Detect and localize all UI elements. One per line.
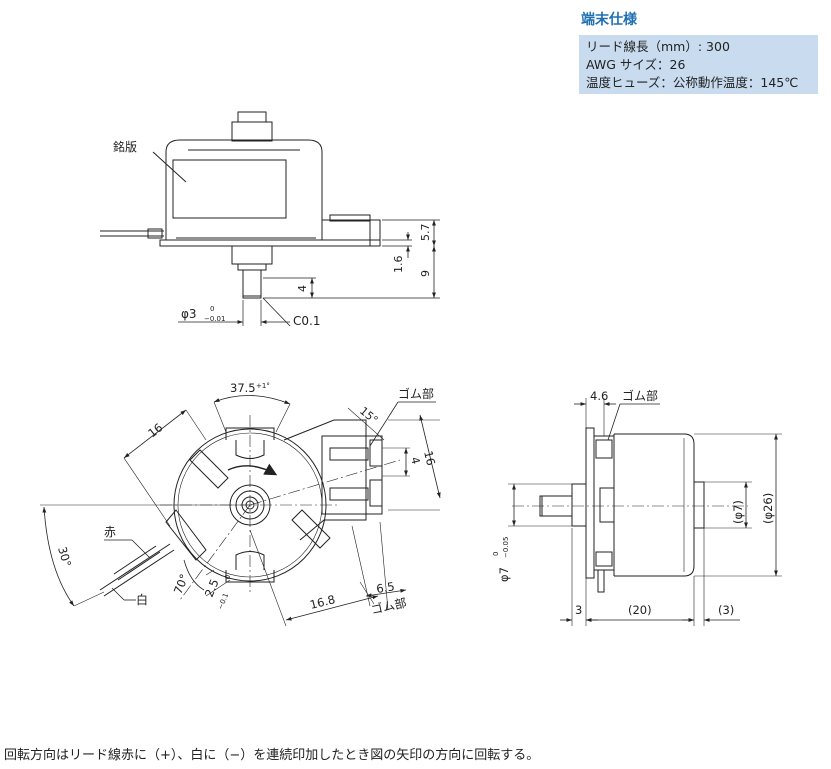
rubber-label-side: ゴム部 — [622, 388, 658, 403]
side-view — [508, 398, 782, 626]
dim-phi3-tol-lower: −0.01 — [204, 315, 225, 323]
nameplate-label: 銘版 — [113, 139, 137, 154]
rubber-label-bottom: ゴム部 — [370, 595, 408, 617]
dim-2-5-tol-upper: 0 — [223, 574, 232, 581]
dim-6-5: 6.5 — [375, 579, 395, 596]
angle-15: 15° — [357, 404, 380, 426]
lead-red-label: 赤 — [104, 525, 116, 539]
dim-4-shaft: 4 — [296, 285, 309, 292]
angle-37-5: 37.5 — [230, 381, 256, 395]
dim-1-6: 1.6 — [392, 256, 405, 274]
rubber-label-top: ゴム部 — [398, 386, 434, 401]
angle-37-5-tol: +1° — [256, 382, 270, 390]
dim-3-right: (3) — [718, 603, 734, 617]
dim-phi7-tol-upper: 0 — [492, 552, 500, 556]
dim-chamfer: C0.1 — [293, 314, 320, 328]
spec-row-lead-length: リード線長（mm）: 300 — [586, 39, 730, 54]
spec-row-thermal-fuse: 温度ヒューズ：公称動作温度：145℃ — [586, 75, 799, 90]
dim-3-left: 3 — [575, 603, 582, 617]
lead-white-label: 白 — [136, 592, 148, 607]
dim-4-front: 4 — [408, 456, 422, 466]
spec-row-awg: AWG サイズ：26 — [586, 57, 686, 72]
dim-phi7: φ7 — [497, 567, 511, 582]
dim-16-right: 16 — [421, 449, 438, 467]
dim-9: 9 — [419, 270, 432, 277]
dim-phi7-paren: (φ7) — [731, 500, 745, 524]
rotation-note: 回転方向はリード線赤に（+）、白に（−）を連続印加したとき図の矢印の方向に回転す… — [4, 748, 540, 763]
dim-4-6: 4.6 — [590, 389, 608, 403]
dim-phi26-paren: (φ26) — [761, 493, 775, 524]
dim-2-5: 2.5 — [202, 577, 222, 599]
dim-phi3: φ3 — [181, 307, 197, 321]
dim-16-8: 16.8 — [308, 592, 336, 612]
dim-phi7-tol-lower: −0.05 — [502, 537, 510, 558]
spec-title: 端末仕様 — [581, 12, 637, 28]
dim-20: (20) — [628, 603, 652, 617]
front-view — [40, 395, 441, 627]
angle-70: 70° — [171, 572, 192, 596]
angle-30: 30° — [55, 545, 74, 568]
spec-table: リード線長（mm）: 300 AWG サイズ：26 温度ヒューズ：公称動作温度：… — [579, 35, 818, 94]
dim-2-5-tol-lower: −0.1 — [216, 592, 230, 611]
top-view — [100, 111, 440, 327]
dim-phi3-tol-upper: 0 — [210, 305, 214, 313]
dim-16-left: 16 — [145, 420, 165, 440]
dim-5-7: 5.7 — [419, 224, 432, 242]
